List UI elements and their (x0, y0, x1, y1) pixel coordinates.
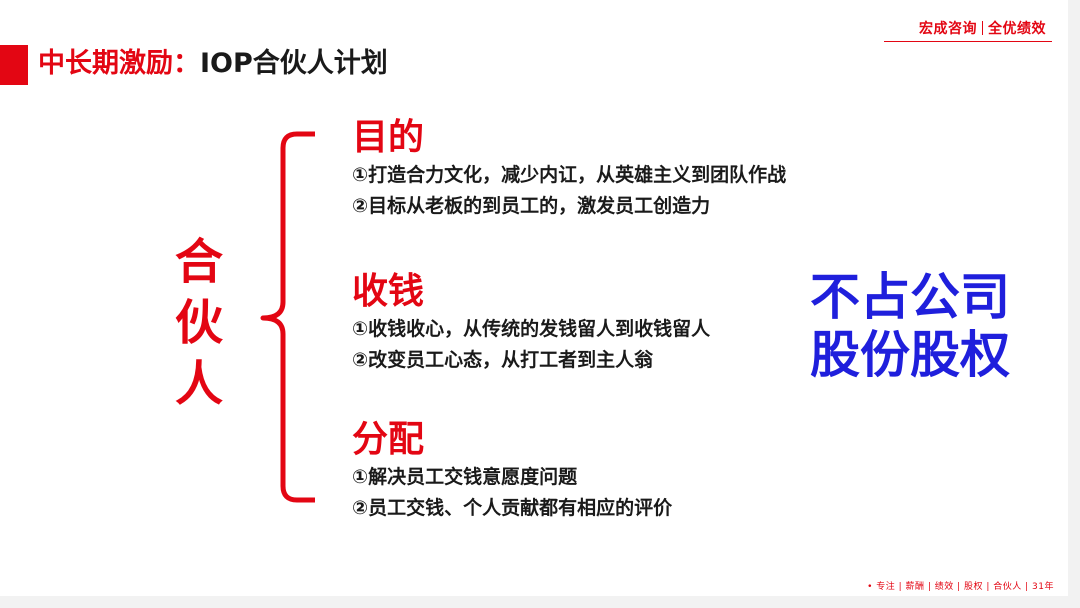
side-note-line: 股份股权 (810, 326, 1010, 384)
brand-tagline: 全优绩效 (988, 21, 1046, 37)
page-title-main: IOP合伙人计划 (200, 48, 388, 79)
brand-divider (982, 21, 983, 35)
section-item: ①收钱收心，从传统的发钱留人到收钱留人 (352, 318, 711, 340)
bracket-char: 合 (174, 234, 223, 290)
curly-brace (260, 131, 315, 503)
section-item: ②目标从老板的到员工的，激发员工创造力 (352, 195, 711, 217)
bracket-char: 人 (174, 356, 223, 412)
section-title: 目的 (352, 117, 425, 158)
header-rule (884, 41, 1052, 42)
side-note: 不占公司 股份股权 (810, 268, 1010, 384)
brand-name: 宏成咨询 (919, 21, 977, 37)
section-item: ①解决员工交钱意愿度问题 (352, 466, 578, 488)
page-title: 中长期激励：IOP合伙人计划 (38, 46, 388, 82)
footer-tagline: • 专注 | 薪酬 | 绩效 | 股权 | 合伙人 | 31年 (867, 582, 1054, 592)
section-purpose: 目的 ①打造合力文化，减少内讧，从英雄主义到团队作战 ②目标从老板的到员工的，激… (352, 116, 786, 222)
section-item: ②员工交钱、个人贡献都有相应的评价 (352, 497, 673, 519)
slide: 宏成咨询全优绩效 中长期激励：IOP合伙人计划 合 伙 人 目的 ①打造合力文化… (0, 0, 1068, 596)
page-title-prefix: 中长期激励： (38, 48, 200, 79)
side-note-line: 不占公司 (810, 268, 1010, 326)
title-accent-bar (0, 45, 28, 85)
brand-logo: 宏成咨询全优绩效 (919, 18, 1046, 38)
bracket-label: 合 伙 人 (172, 232, 226, 415)
bracket-char: 伙 (174, 295, 223, 351)
section-title: 分配 (352, 419, 425, 460)
section-distribute: 分配 ①解决员工交钱意愿度问题 ②员工交钱、个人贡献都有相应的评价 (352, 418, 672, 524)
section-title: 收钱 (352, 271, 425, 312)
section-item: ②改变员工心态，从打工者到主人翁 (352, 349, 654, 371)
section-collect: 收钱 ①收钱收心，从传统的发钱留人到收钱留人 ②改变员工心态，从打工者到主人翁 (352, 270, 710, 376)
section-item: ①打造合力文化，减少内讧，从英雄主义到团队作战 (352, 164, 787, 186)
